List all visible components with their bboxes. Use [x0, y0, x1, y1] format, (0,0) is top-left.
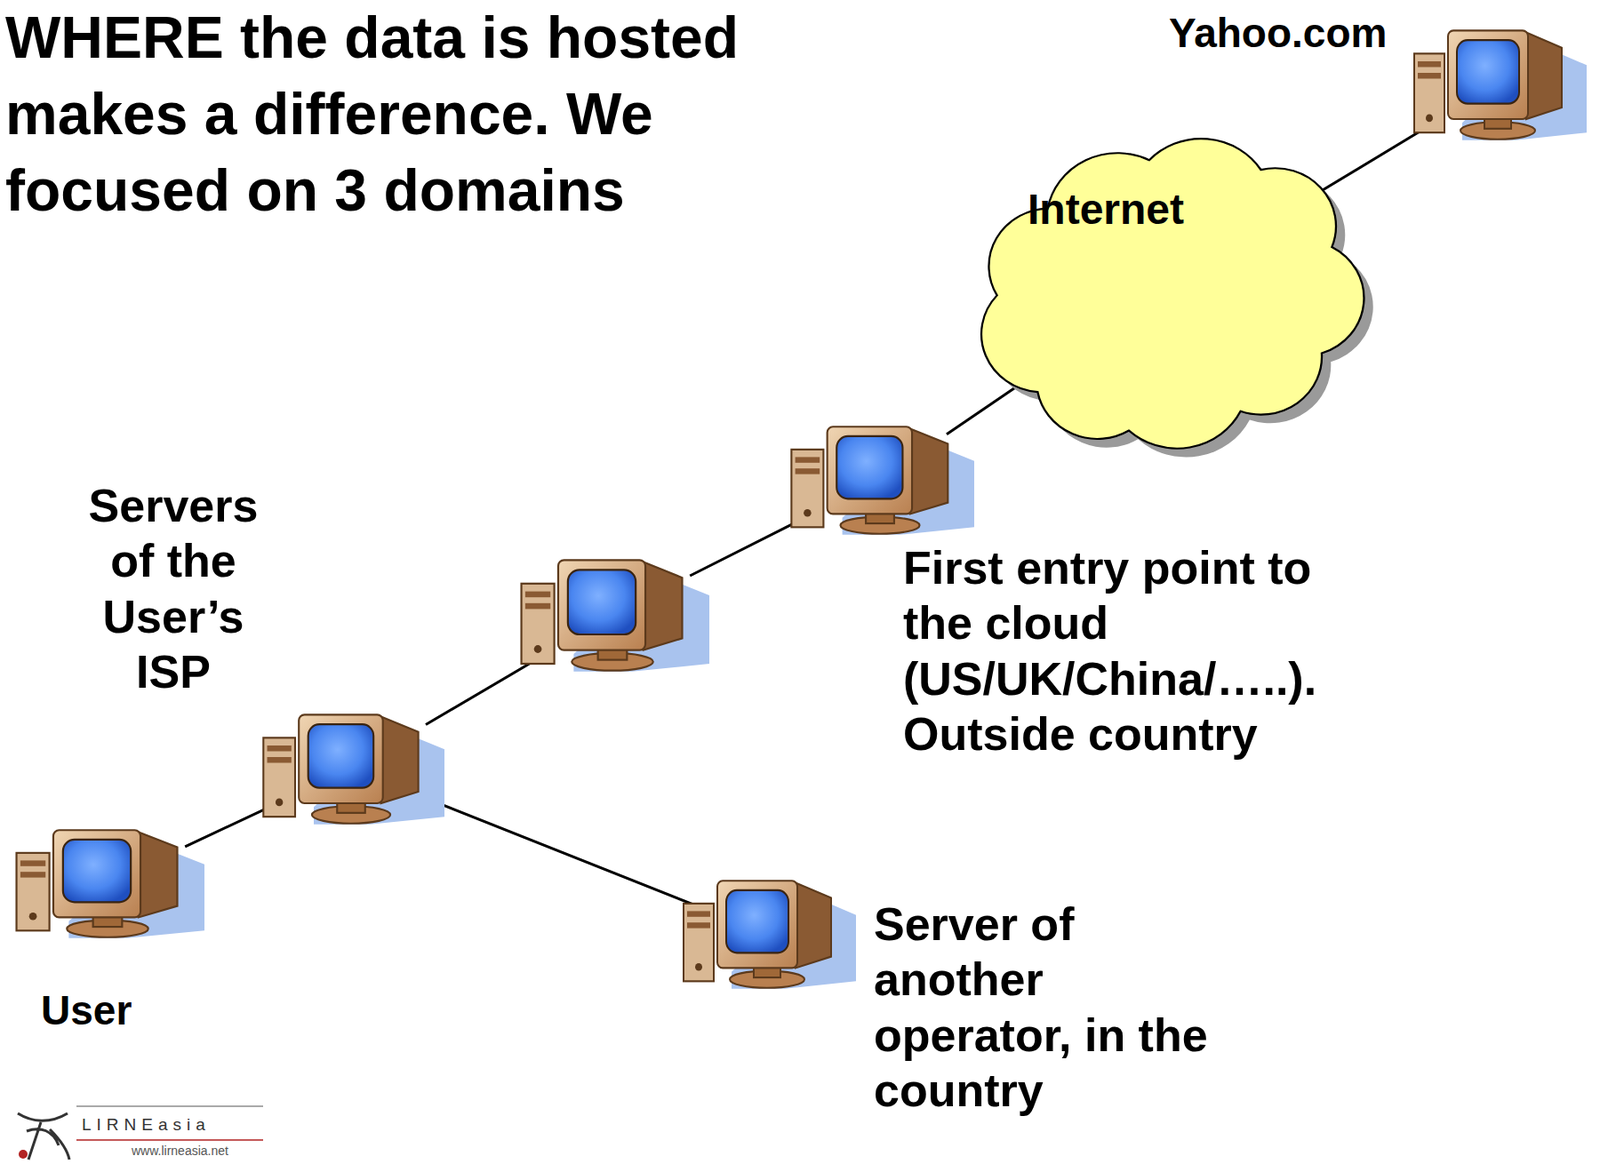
computer-icon [1408, 26, 1587, 143]
network-link [425, 660, 536, 725]
computer-icon [263, 714, 445, 825]
user-label: User [40, 986, 219, 1036]
computer-icon [521, 560, 710, 672]
computer-icon [785, 423, 975, 537]
server-label: First entry point to the cloud (US/UK/Ch… [903, 540, 1388, 763]
cloud-shape [956, 102, 1373, 470]
computer-icon [678, 877, 856, 992]
computer-icon [683, 880, 856, 990]
logo-dot [18, 1150, 28, 1160]
computer-icon [16, 830, 205, 939]
cloud-label: Internet [1027, 184, 1295, 236]
slide-title: WHERE the data is hosted makes a differe… [5, 0, 788, 229]
logo-text: LIRNEasia [81, 1115, 211, 1136]
network-link [689, 518, 805, 576]
logo-url: www.lirneasia.net [131, 1144, 229, 1159]
logo-bird [17, 1113, 70, 1160]
computer-icon [515, 556, 710, 674]
server-label: Servers of the User’s ISP [66, 478, 280, 701]
server-label: Server of another operator, in the count… [873, 896, 1248, 1120]
internet-cloud: Internet [956, 102, 1373, 470]
user-computer: User [10, 826, 205, 941]
server-label: Yahoo.com [1168, 8, 1418, 58]
relay-server [515, 556, 710, 674]
computer-icon [1414, 30, 1587, 141]
computer-icon [791, 426, 975, 536]
isp-server: Servers of the User’s ISP [257, 711, 445, 827]
logo-rule [76, 1139, 264, 1142]
logo-rule [76, 1106, 264, 1108]
operator-server: Server of another operator, in the count… [678, 877, 856, 992]
network-link [425, 798, 696, 906]
entry-point-server: First entry point to the cloud (US/UK/Ch… [785, 423, 975, 537]
computer-icon [257, 711, 445, 827]
yahoo-server: Yahoo.com [1408, 26, 1587, 143]
network-link [1306, 127, 1427, 200]
computer-icon [10, 826, 205, 941]
cloud-shape [981, 138, 1364, 449]
